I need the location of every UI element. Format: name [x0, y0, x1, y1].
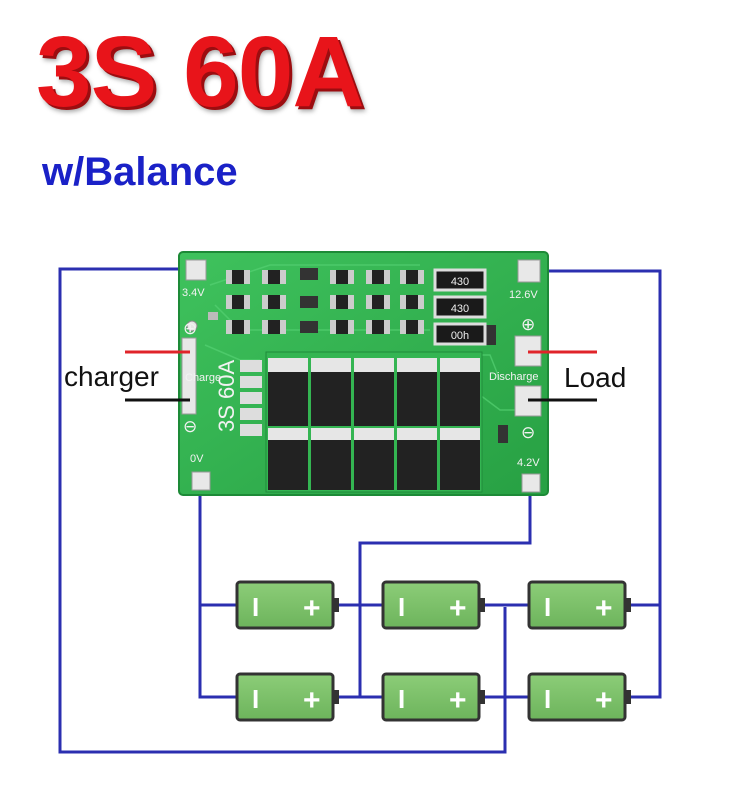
- pad-3v4-label: 3.4V: [182, 287, 205, 299]
- pad-3v4: [185, 259, 207, 281]
- wires: [58, 267, 662, 754]
- pad-0v-label: 0V: [190, 453, 204, 465]
- pads: [181, 259, 542, 493]
- wire-0v: [198, 485, 237, 699]
- battery-cell: I +: [381, 672, 485, 722]
- pad-4v2-label: 4.2V: [517, 457, 540, 469]
- pad-charge-label: Charge: [185, 372, 221, 384]
- mosfet-array: [265, 351, 483, 493]
- charge-plus-icon: ⊕: [183, 319, 197, 338]
- pad-12v6-label: 12.6V: [509, 289, 538, 301]
- discharge-plus-icon: ⊕: [521, 315, 535, 334]
- battery-plus-icon: +: [303, 592, 321, 625]
- resistor-2-label: 430: [451, 303, 469, 315]
- smd-components: [186, 268, 508, 443]
- wire-12v6: [530, 269, 662, 699]
- wire-4v2: [358, 488, 532, 697]
- board-marking: 3S 60A: [214, 360, 239, 432]
- battery-plus-icon: +: [303, 684, 321, 717]
- load-label: Load: [564, 362, 626, 393]
- pad-0v: [191, 471, 211, 491]
- shunt-resistors: 430 430 00h: [433, 268, 487, 346]
- pad-charge: [181, 337, 197, 415]
- battery-plus-icon: +: [595, 592, 613, 625]
- battery-cell: I +: [381, 580, 485, 630]
- pad-4v2: [521, 473, 541, 493]
- battery-cell: I +: [527, 580, 631, 630]
- battery-cell: I +: [235, 672, 339, 722]
- external-leads: charger Load: [64, 350, 626, 402]
- battery-cell: I +: [235, 580, 339, 630]
- battery-plus-icon: +: [449, 684, 467, 717]
- title: 3S 60A: [36, 16, 365, 128]
- battery-pack: I + I + I + I + I +: [235, 580, 631, 722]
- resistor-3: [433, 322, 487, 346]
- wire-3v4: [58, 267, 507, 754]
- resistor-1-label: 430: [451, 276, 469, 288]
- resistor-3-label: 00h: [451, 330, 469, 342]
- battery-minus-icon: I: [398, 684, 405, 714]
- battery-minus-icon: I: [544, 592, 551, 622]
- resistor-2: [433, 295, 487, 319]
- battery-minus-icon: I: [398, 592, 405, 622]
- resistor-1: [433, 268, 487, 292]
- battery-minus-icon: I: [252, 684, 259, 714]
- pad-12v6: [517, 259, 541, 283]
- battery-minus-icon: I: [544, 684, 551, 714]
- subtitle: w/Balance: [42, 150, 238, 194]
- pad-discharge-label: Discharge: [489, 371, 539, 383]
- battery-plus-icon: +: [595, 684, 613, 717]
- battery-plus-icon: +: [449, 592, 467, 625]
- charge-minus-icon: ⊖: [183, 417, 197, 436]
- battery-minus-icon: I: [252, 592, 259, 622]
- battery-cell: I +: [527, 672, 631, 722]
- charger-label: charger: [64, 361, 159, 392]
- bms-board: 430 430 00h 3S 60A: [178, 251, 549, 496]
- discharge-minus-icon: ⊖: [521, 423, 535, 442]
